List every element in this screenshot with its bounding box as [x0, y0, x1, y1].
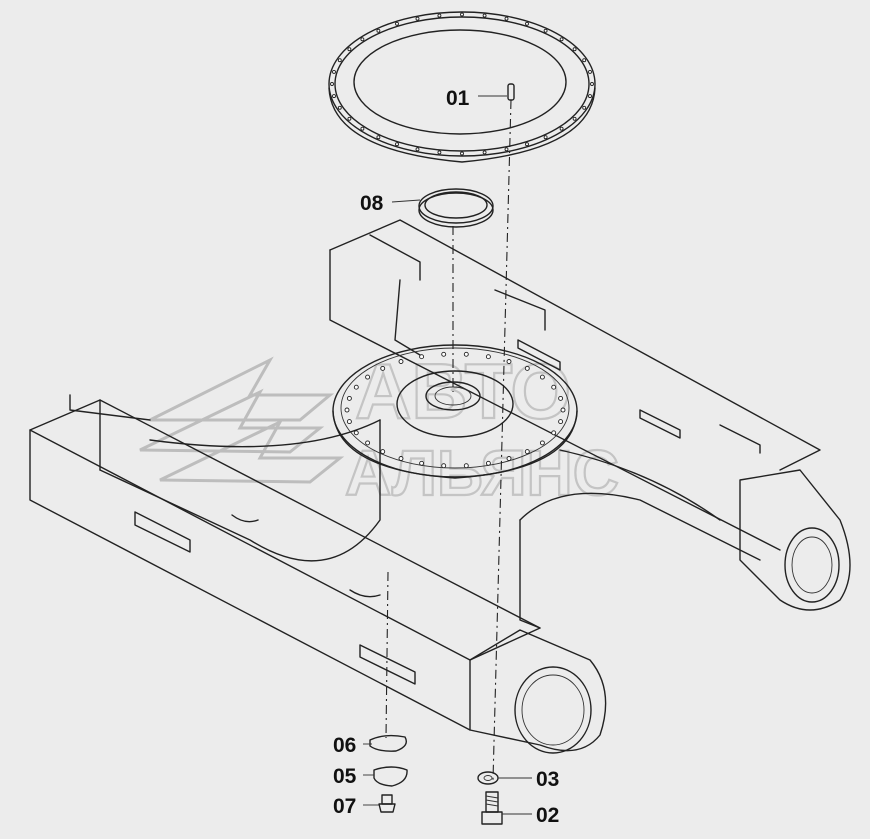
bolt-hole: [347, 116, 352, 121]
bolt-part-02: [481, 791, 503, 825]
bolt-hole: [353, 430, 359, 436]
callout-06: 06: [333, 734, 356, 757]
bolt-hole: [344, 407, 350, 413]
bolt-hole: [559, 37, 564, 42]
bolt-hole: [558, 419, 564, 425]
bolt-hole: [437, 150, 442, 155]
bolt-hole: [376, 28, 381, 33]
bolt-hole: [419, 460, 425, 466]
bolt-hole: [380, 365, 386, 371]
bolt-hole: [376, 135, 381, 140]
bolt-hole: [395, 21, 399, 26]
bolt-hole: [380, 449, 386, 455]
bolt-hole: [506, 456, 512, 461]
callout-08: 08: [360, 192, 384, 215]
bolt-hole: [560, 407, 566, 413]
bolt-hole: [347, 47, 352, 52]
bolt-hole: [346, 419, 352, 425]
bolt-hole: [590, 82, 594, 86]
callout-07: 07: [333, 795, 356, 818]
bolt-hole: [504, 16, 509, 21]
callout-03: 03: [536, 768, 559, 791]
bolt-hole: [360, 126, 365, 131]
bolt-hole: [582, 58, 587, 63]
bolt-hole: [525, 21, 529, 26]
bolt-hole: [330, 82, 334, 86]
bolt-hole: [346, 395, 352, 401]
bolt-hole: [485, 460, 491, 466]
swing-bearing-ring: [328, 11, 596, 163]
callout-02: 02: [536, 804, 559, 827]
bolt-hole: [524, 449, 530, 455]
bolt-hole: [337, 105, 342, 110]
bolt-hole: [353, 384, 359, 390]
bolt-hole: [572, 116, 577, 121]
bolt-hole: [506, 359, 512, 364]
bolt-hole: [441, 463, 447, 469]
bolt-hole: [441, 351, 447, 357]
bolt-hole: [582, 105, 587, 110]
leader-lines: [363, 95, 532, 815]
callout-labels: 01 08 06 05 07 03 02: [333, 87, 559, 827]
bolt-hole: [398, 456, 404, 461]
bolt-hole: [482, 150, 487, 155]
bolt-hole: [588, 69, 592, 74]
bolt-hole: [543, 135, 548, 140]
washer-part: [477, 771, 499, 785]
bolt-hole: [482, 13, 487, 18]
seal-ring: [418, 188, 494, 228]
bolt-hole: [332, 94, 336, 99]
bolt-hole: [543, 28, 548, 33]
bolt-hole: [365, 440, 371, 446]
bolt-hole: [398, 359, 404, 364]
watermark-line2: АЛЬЯНС: [345, 437, 619, 509]
callout-05: 05: [333, 765, 357, 788]
bolt-hole: [572, 47, 577, 52]
pin-part: [507, 83, 515, 101]
bolt-hole: [551, 430, 557, 436]
bolt-hole: [588, 94, 592, 99]
shim-part: [369, 734, 408, 752]
bolt-hole: [485, 354, 491, 360]
bolt-hole: [437, 13, 442, 18]
watermark-line1: АВТО: [355, 347, 571, 435]
bolt-hole: [539, 440, 545, 446]
track-frame: [29, 219, 851, 754]
bolt-hole: [551, 384, 557, 390]
bolt-hole: [460, 12, 464, 17]
bolt-hole: [558, 395, 564, 401]
bolt-hole: [559, 126, 564, 131]
bolt-hole: [524, 365, 530, 371]
bolt-hole: [365, 374, 371, 380]
bolt-hole: [395, 142, 399, 147]
bolt-hole: [332, 69, 336, 74]
bolt-hole: [360, 37, 365, 42]
bolt-hole: [460, 151, 464, 156]
bolt-hole: [504, 147, 509, 152]
bolt-hole: [419, 354, 425, 360]
bolt-hole: [415, 16, 420, 21]
plate-part: [373, 766, 408, 787]
bolt-hole: [525, 142, 529, 147]
bolt-hole: [463, 351, 469, 357]
bolt-hole: [539, 374, 545, 380]
bolt-hole: [337, 58, 342, 63]
callout-01: 01: [446, 87, 470, 110]
assembly-lines: [385, 99, 512, 781]
bolt-hole: [415, 147, 420, 152]
bolt-hole: [463, 463, 469, 469]
bolt-part-07: [378, 794, 396, 813]
